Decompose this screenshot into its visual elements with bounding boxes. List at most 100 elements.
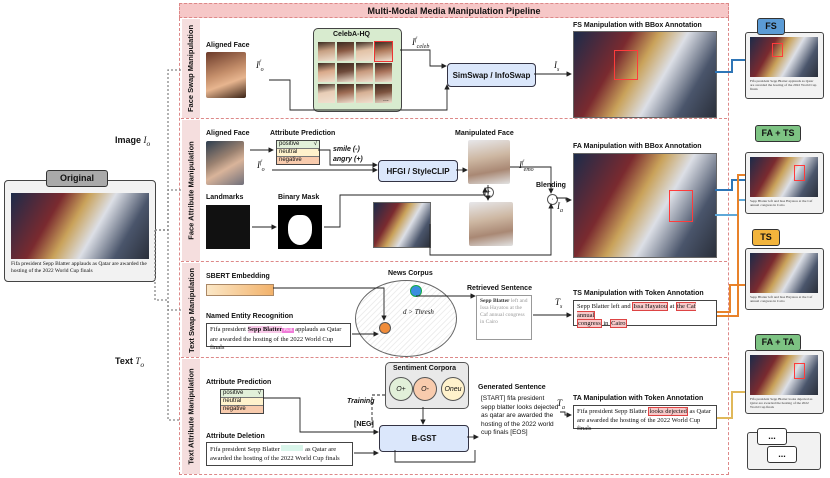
attr-neutral: neutral [221,398,263,406]
simswap-infoswap-block: SimSwap / InfoSwap [447,63,536,87]
output-link-fs-2 [715,179,745,191]
arrow [318,149,378,168]
dotted-link [154,230,181,311]
fa-warped-face [469,202,513,246]
arrow [400,49,447,69]
fs-celeb-sym: Ifceleb [412,37,430,50]
ta-result-title: TA Manipulation with Token Annotation [573,395,704,402]
bgst-block: B-GST [379,425,469,452]
celeba-face-thumb [318,42,335,61]
output-tag-ts: TS [752,229,780,246]
loop-back [394,450,476,463]
attr-negative: negative [221,406,263,413]
celeba-face-thumb [337,84,354,103]
fa-attr-table: positive √ neutral negative [276,140,320,165]
ta-generated-title: Generated Sentence [478,384,546,391]
celeba-ellipsis: ... [383,96,389,103]
thumb-caption: Fifa president Sepp Blatter applauds as … [750,79,817,91]
thumb-image [750,157,818,197]
ta-generated-text: [START] fifa president sepp blatter look… [481,395,559,436]
landmarks-image [206,205,250,249]
output-link-fa [715,199,745,216]
section-divider [181,261,727,262]
celeba-face-thumb [375,84,392,103]
text-input-label: Text To [115,356,145,369]
ta-attr-table: positive √ neutral negative [220,389,264,414]
fa-manipulated-face [468,140,510,184]
ta-neg-tag: [NEG] [354,421,374,428]
image-input-label: Image Io [115,135,151,148]
celeba-face-thumb [375,63,392,82]
deleted-token [281,445,304,451]
ta-attr-pred-label: Attribute Prediction [206,379,272,386]
ts-retrieved-text: Sepp Blatter left and Issa Hayatou at th… [476,295,532,340]
output-tag-fa-ta: FA + TA [755,334,801,351]
arrow [269,79,450,111]
ta-deletion-label: Attribute Deletion [206,433,265,440]
ta-deletion-text: Fifa president Sepp Blatter as Qatar are… [206,442,353,466]
dotted-link [155,189,181,231]
output-link-ta [717,391,745,419]
corpus-negative: O- [413,377,437,401]
original-badge: Original [46,170,108,187]
fs-bbox [614,50,638,80]
celeba-face-thumb [356,63,373,82]
fa-binary-mask-label: Binary Mask [278,194,320,201]
news-corpus-circle [355,280,457,357]
thumb-caption: Fifa president Sepp Blatter looks deject… [750,397,813,409]
celeba-title: CelebA-HQ [333,31,370,38]
section-strip [182,359,200,474]
mask-shape [288,215,312,245]
ts-input-text: Fifa president Sepp BlatterPER applauds … [206,323,351,351]
ta-training-label: Training [347,398,375,405]
celeba-face-thumb [318,63,335,82]
output-tag-fs: FS [757,18,785,35]
fs-aligned-face [206,52,246,98]
corpus-point-match [379,322,391,334]
fa-smile-label: smile (-) [333,146,360,153]
thumb-bbox [772,43,783,57]
section-strip [182,120,200,261]
hfgi-styleclip-block: HFGI / StyleCLIP [378,160,458,182]
original-image [11,193,149,259]
pipeline-title: Multi-Modal Media Manipulation Pipeline [179,3,729,18]
sbert-embedding-bar [206,284,274,296]
ts-ner-label: Named Entity Recognition [206,313,294,320]
fa-result-image [573,153,717,258]
thumb-caption: Sepp Blatter left and Issa Hayatou at th… [750,199,813,207]
celeba-face-thumb [374,41,393,62]
fa-masked-scene [373,202,431,248]
celeba-face-thumb [318,84,335,103]
more-badge-1: ... [757,428,787,445]
ts-output-sym: Ts [555,297,563,310]
attr-negative: negative [277,157,319,164]
thumb-bbox [794,363,805,379]
output-link-ts-2 [717,174,745,317]
fa-angry-label: angry (+) [333,156,363,163]
celeba-face-thumb [337,63,354,82]
thumb-bbox [794,165,805,181]
output-thumb-fa-ta: Fifa president Sepp Blatter looks deject… [745,350,824,414]
arrow [429,203,554,256]
fa-io-f: Ifo [257,160,265,173]
fa-bbox [669,190,693,222]
fs-output-sym: Is [554,60,560,73]
thumb-image [750,253,818,293]
thumb-caption: Sepp Blatter left and Issa Hayatou at th… [750,295,813,303]
ta-sentiment-title: Sentiment Corpora [393,365,457,372]
output-thumb-fa-ts: Sepp Blatter left and Issa Hayatou at th… [745,152,824,214]
ta-result-text: Fifa president Sepp Blatter looks deject… [573,405,717,432]
ts-result-title: TS Manipulation with Token Annotation [573,290,704,297]
fa-manipulated-face-label: Manipulated Face [455,130,514,137]
fa-output-sym: Ia [557,201,563,214]
corpus-positive: O+ [389,377,413,401]
fa-aligned-face-label: Aligned Face [206,130,250,137]
output-link-fs [715,59,745,73]
output-tag-fa-ts: FA + TS [755,125,801,142]
binary-mask-image [278,205,322,249]
fs-io-f: Ifo [256,60,264,73]
ts-sbert-label: SBERT Embedding [206,273,270,280]
thumb-image [750,355,818,395]
ta-output-sym: Ta [557,398,566,411]
